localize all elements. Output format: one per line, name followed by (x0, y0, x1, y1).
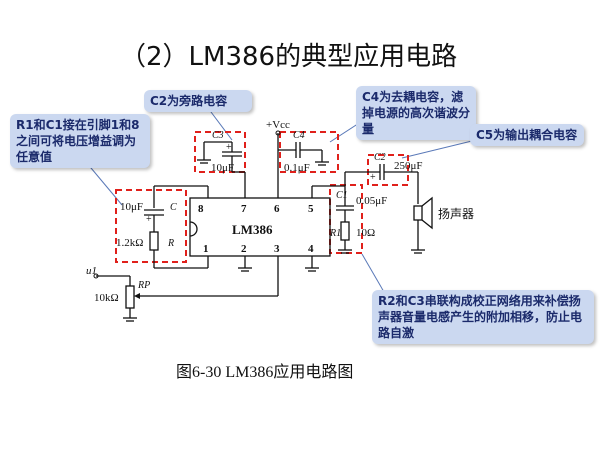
cap-left-name: C (170, 202, 177, 213)
pin-1: 1 (203, 243, 209, 255)
potentiometer-rp (125, 285, 135, 309)
vcc-label: +Vcc (266, 119, 290, 131)
highlight-c3 (194, 131, 246, 173)
res-left-value: 1.2kΩ (116, 237, 143, 249)
vcc-terminal (275, 130, 281, 136)
lm386-chip (189, 197, 331, 257)
c3-plus: + (226, 142, 232, 153)
pin-4: 4 (308, 243, 314, 255)
input-label: u1 (86, 265, 97, 277)
r1-name: R1 (329, 228, 341, 239)
pot-value: 10kΩ (94, 292, 119, 304)
highlight-c4 (279, 131, 339, 173)
pin-5: 5 (308, 203, 314, 215)
c3-name: C3 (212, 130, 224, 141)
c3-value: 10μF (211, 162, 234, 174)
slide-title: （2）LM386的典型应用电路 (120, 42, 458, 72)
circuit-wires (96, 133, 433, 322)
pin-6: 6 (274, 203, 280, 215)
pin-8: 8 (198, 203, 204, 215)
pin-2: 2 (241, 243, 247, 255)
wiper-arrow (134, 293, 140, 299)
cap-left-value: 10μF (120, 201, 143, 213)
note-c4-decoupling: C4为去耦电容，滤掉电源的高次谐波分量 (356, 86, 476, 140)
highlight-r1c1 (115, 189, 187, 263)
c2-name: C2 (374, 152, 386, 163)
speaker-cone (421, 196, 433, 230)
r1-value: 10Ω (356, 227, 375, 239)
note-r2-c3-compensation: R2和C3串联构成校正网络用来补偿扬声器音量电感产生的附加相移，防止电路自激 (372, 290, 594, 344)
chip-label: LM386 (232, 222, 273, 237)
c1-value: 0.05μF (356, 195, 387, 207)
pot-name: RP (137, 280, 150, 291)
note-c2-bypass: C2为旁路电容 (144, 90, 252, 112)
figure-caption: 图6-30 LM386应用电路图 (176, 364, 354, 381)
c2-plus: + (370, 172, 376, 183)
speaker-label: 扬声器 (438, 206, 474, 221)
pin-3: 3 (274, 243, 280, 255)
cap-left-plus: + (146, 214, 152, 225)
chip-notch (189, 221, 198, 237)
res-left-name: R (167, 238, 174, 249)
input-terminal (93, 273, 99, 279)
note-r1-c1-gain: R1和C1接在引脚1和8之间可将电压增益调为任意值 (10, 114, 150, 168)
speaker-icon (413, 205, 423, 221)
c4-name: C4 (293, 130, 305, 141)
c2-value: 250μF (394, 160, 423, 172)
c4-value: 0.1μF (284, 162, 310, 174)
highlight-c2 (367, 154, 409, 186)
note-c5-output-coupling: C5为输出耦合电容 (470, 124, 584, 146)
c1-name: C1 (336, 190, 348, 201)
pin-7: 7 (241, 203, 247, 215)
